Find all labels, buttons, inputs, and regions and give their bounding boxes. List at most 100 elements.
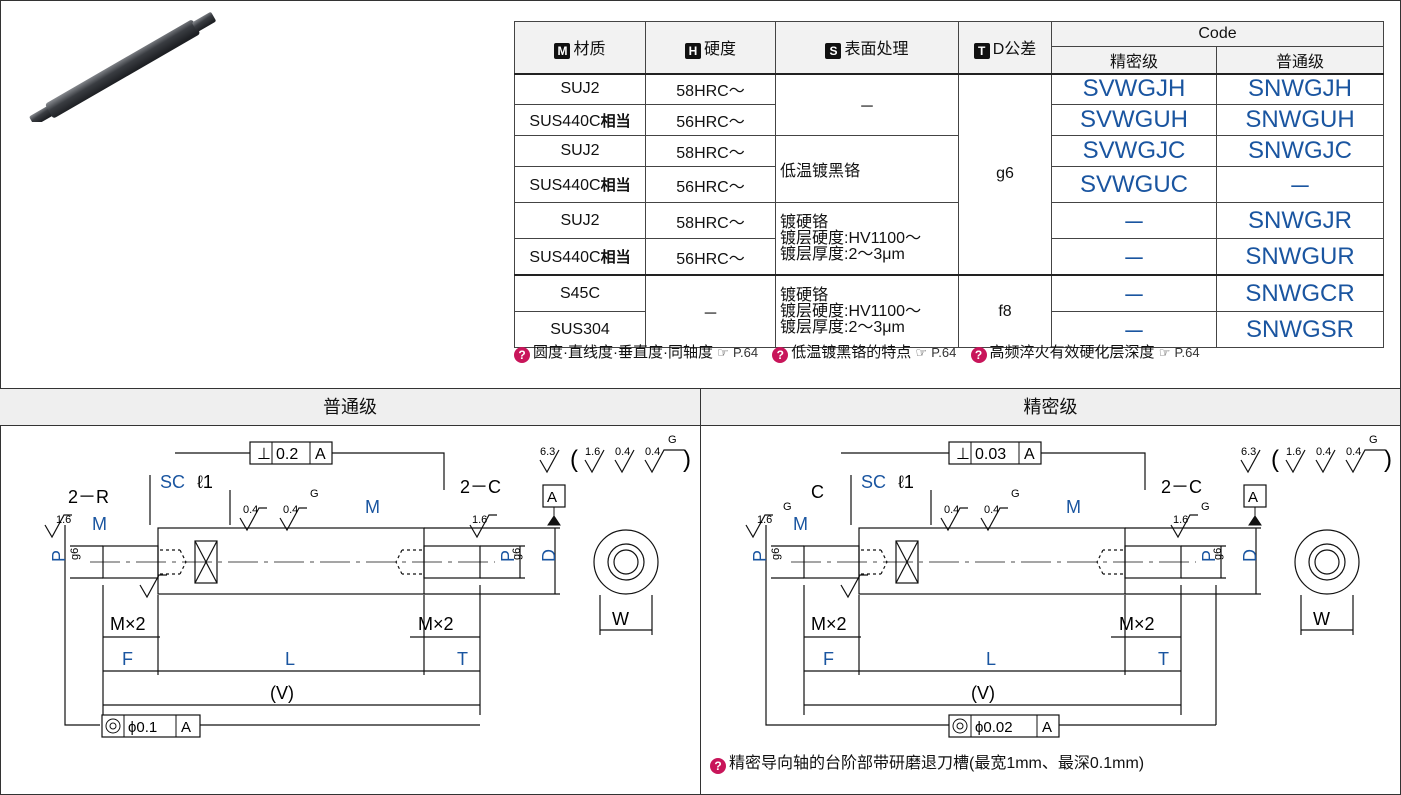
- col-standard: 普通级: [1216, 46, 1384, 74]
- dim-mx2-right: M×2: [418, 614, 454, 634]
- grinding-label: G: [1201, 501, 1210, 513]
- grinding-label: G: [1011, 488, 1020, 500]
- paren-close: ): [683, 446, 691, 473]
- pointing-hand-icon: ☞: [717, 345, 729, 360]
- material-cell: SUJ2: [514, 202, 646, 239]
- roughness-label: 1.6: [56, 514, 71, 526]
- datum-label: A: [181, 719, 191, 736]
- chamfer-label-right: 2－C: [1161, 477, 1202, 497]
- dim-sc: SC: [160, 472, 185, 492]
- hardness-cell: 58HRC～: [645, 72, 776, 105]
- dim-l1: ℓ1: [197, 472, 213, 492]
- material-cell: S45C: [514, 274, 646, 312]
- code-cell[interactable]: SNWGJR: [1216, 202, 1384, 239]
- surface-cell: 低温镀黑铬: [775, 135, 959, 203]
- drawing-standard: ⊥ 0.2 A ϕ0.1 A A 2－R 2－C SC ℓ1 M M M×2 M…: [44, 434, 691, 738]
- dim-m-right: M: [365, 497, 380, 517]
- code-cell[interactable]: －: [1051, 238, 1217, 276]
- code-cell[interactable]: SVWGUH: [1051, 104, 1217, 136]
- notes-line: ?圆度·直线度·垂直度·同轴度 ☞ P.64 ?低温镀黑铬的特点 ☞ P.64 …: [514, 341, 1210, 363]
- dim-d: D: [539, 549, 559, 562]
- panel-divider: [700, 388, 701, 794]
- datum-label: A: [1024, 446, 1035, 463]
- note-item[interactable]: ?圆度·直线度·垂直度·同轴度 ☞ P.64: [514, 344, 758, 363]
- perp-value: 0.03: [975, 446, 1006, 463]
- roughness-label: 6.3: [1241, 446, 1256, 458]
- surface-cell: 镀硬铬镀层硬度:HV1100～镀层厚度:2～3μm: [775, 274, 959, 348]
- drawing-precision: ⊥ 0.03 A ϕ0.02 A A C 2－C SC ℓ1 M M M×2 M…: [745, 434, 1392, 738]
- code-cell[interactable]: SVWGJH: [1051, 72, 1217, 105]
- table-row: SUS440C相当 56HRC～ SVWGUC －: [514, 166, 1384, 203]
- dim-l: L: [285, 649, 295, 669]
- code-cell[interactable]: －: [1051, 202, 1217, 239]
- dim-mx2-left: M×2: [110, 614, 146, 634]
- conc-value: ϕ0.1: [128, 719, 157, 736]
- roughness-label: 1.6: [757, 514, 772, 526]
- hardness-badge: H: [684, 43, 701, 60]
- code-cell[interactable]: SNWGUH: [1216, 104, 1384, 136]
- chamfer-label-left: 2－R: [68, 487, 109, 507]
- code-cell[interactable]: SNWGSR: [1216, 311, 1384, 348]
- dim-m-left: M: [793, 514, 808, 534]
- surface-badge: S: [825, 43, 842, 60]
- material-badge: M: [554, 43, 571, 60]
- roughness-label: 0.4: [944, 504, 959, 516]
- roughness-label: 0.4: [645, 446, 660, 458]
- info-icon: ?: [514, 347, 530, 363]
- table-row: SUS304 － SNWGSR: [514, 311, 1384, 348]
- code-cell[interactable]: SNWGJH: [1216, 72, 1384, 105]
- dim-mx2-right: M×2: [1119, 614, 1155, 634]
- tolerance-g6: g6: [69, 548, 81, 560]
- tolerance-badge: T: [973, 43, 990, 60]
- dim-p-right: P: [1199, 550, 1219, 562]
- roughness-label: 0.4: [984, 504, 999, 516]
- hardness-cell: 56HRC～: [645, 238, 776, 276]
- dim-f: F: [823, 649, 834, 669]
- dim-sc: SC: [861, 472, 886, 492]
- panel-title-precision: 精密级: [701, 388, 1400, 426]
- code-cell[interactable]: －: [1216, 166, 1384, 203]
- datum-label: A: [1042, 719, 1052, 736]
- code-cell[interactable]: SNWGUR: [1216, 238, 1384, 276]
- code-cell[interactable]: SNWGJC: [1216, 135, 1384, 167]
- hardness-cell: －: [645, 274, 776, 348]
- dim-p-right: P: [498, 550, 518, 562]
- dim-d: D: [1240, 549, 1260, 562]
- panel-title-standard: 普通级: [0, 388, 700, 426]
- roughness-label: 1.6: [1286, 446, 1301, 458]
- table-row: S45C － 镀硬铬镀层硬度:HV1100～镀层厚度:2～3μm f8 － SN…: [514, 274, 1384, 348]
- note-item[interactable]: ?高频淬火有效硬化层深度 ☞ P.64: [970, 344, 1200, 363]
- paren-open: (: [570, 446, 578, 473]
- code-cell[interactable]: SVWGUC: [1051, 166, 1217, 203]
- table-row: SUJ2 58HRC～ － g6 SVWGJH SNWGJH: [514, 72, 1384, 276]
- datum-label: A: [315, 446, 326, 463]
- note-item[interactable]: ?低温镀黑铬的特点 ☞ P.64: [772, 344, 956, 363]
- surface-cell: 镀硬铬镀层硬度:HV1100～镀层厚度:2～3μm: [775, 202, 959, 276]
- tolerance-g6: g6: [770, 548, 782, 560]
- material-cell: SUS440C相当: [514, 104, 646, 136]
- surface-cell: －: [775, 72, 959, 136]
- dim-m-left: M: [92, 514, 107, 534]
- code-cell[interactable]: SNWGCR: [1216, 274, 1384, 312]
- dim-w: W: [612, 609, 629, 629]
- material-cell: SUJ2: [514, 72, 646, 105]
- dim-v: (V): [270, 683, 294, 703]
- dim-w: W: [1313, 609, 1330, 629]
- conc-value: ϕ0.02: [975, 719, 1013, 736]
- code-cell[interactable]: SVWGJC: [1051, 135, 1217, 167]
- roughness-label: 0.4: [283, 504, 298, 516]
- code-cell[interactable]: －: [1051, 274, 1217, 312]
- material-cell: SUS440C相当: [514, 238, 646, 276]
- table-row: SUJ2 58HRC～ 低温镀黑铬 SVWGJC SNWGJC: [514, 135, 1384, 203]
- dim-f: F: [122, 649, 133, 669]
- roughness-label: 1.6: [1173, 514, 1188, 526]
- chamfer-label-right: 2－C: [460, 477, 501, 497]
- paren-open: (: [1271, 446, 1279, 473]
- roughness-label: 0.4: [243, 504, 258, 516]
- paren-close: ): [1384, 446, 1392, 473]
- roughness-label: 0.4: [615, 446, 630, 458]
- material-cell: SUS304: [514, 311, 646, 348]
- hardness-cell: 58HRC～: [645, 202, 776, 239]
